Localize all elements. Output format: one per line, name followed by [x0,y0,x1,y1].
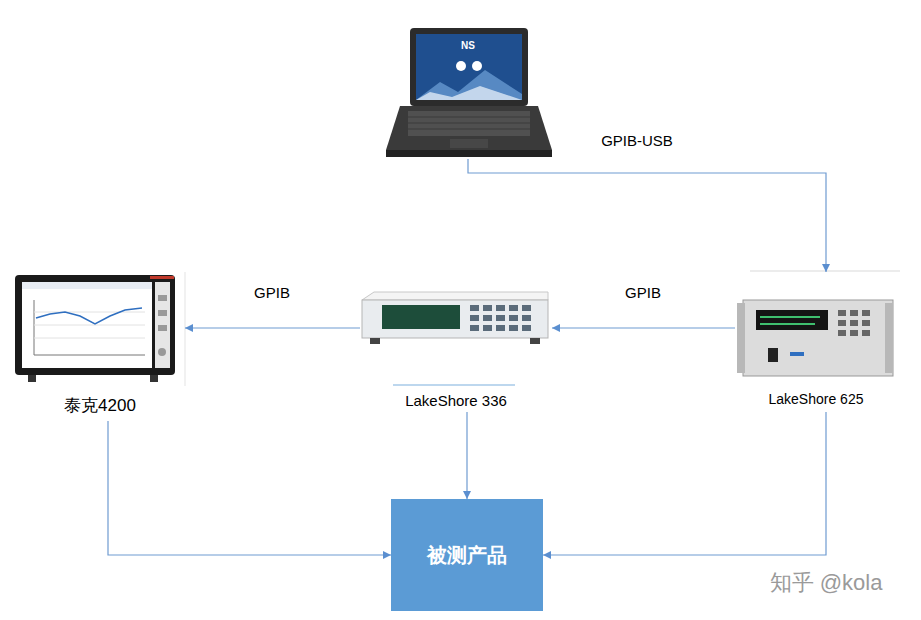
analyzer-device: 泰克4200 [15,272,185,417]
laptop-device: NS [385,28,551,159]
box-label: 被测产品 [427,542,507,569]
connector-arrow [543,412,826,555]
device-label: LakeShore 336 [405,392,507,409]
controller-device: LakeShore 336 [360,290,552,410]
connector-arrow [108,421,391,555]
power-supply-illustration [737,300,893,376]
power-supply-device: LakeShore 625 [735,272,897,408]
device-label: LakeShore 625 [769,391,864,407]
divider-line [750,271,900,272]
connector-label: GPIB [252,284,292,301]
underline [393,384,515,386]
connector-arrow [468,159,826,272]
process-box: 被测产品 [391,499,543,611]
connector-label: GPIB-USB [599,132,675,149]
laptop-illustration [386,28,552,157]
watermark: 知乎 @kola [770,568,883,598]
device-label: NS [461,40,475,51]
connector-arrow [185,327,360,328]
connector-label: GPIB [623,284,663,301]
connector-arrow [466,412,467,499]
connector-arrow [552,327,735,328]
controller-illustration [362,292,548,344]
device-label: 泰克4200 [64,394,136,417]
divider-line [185,272,186,386]
analyzer-illustration [15,275,175,382]
